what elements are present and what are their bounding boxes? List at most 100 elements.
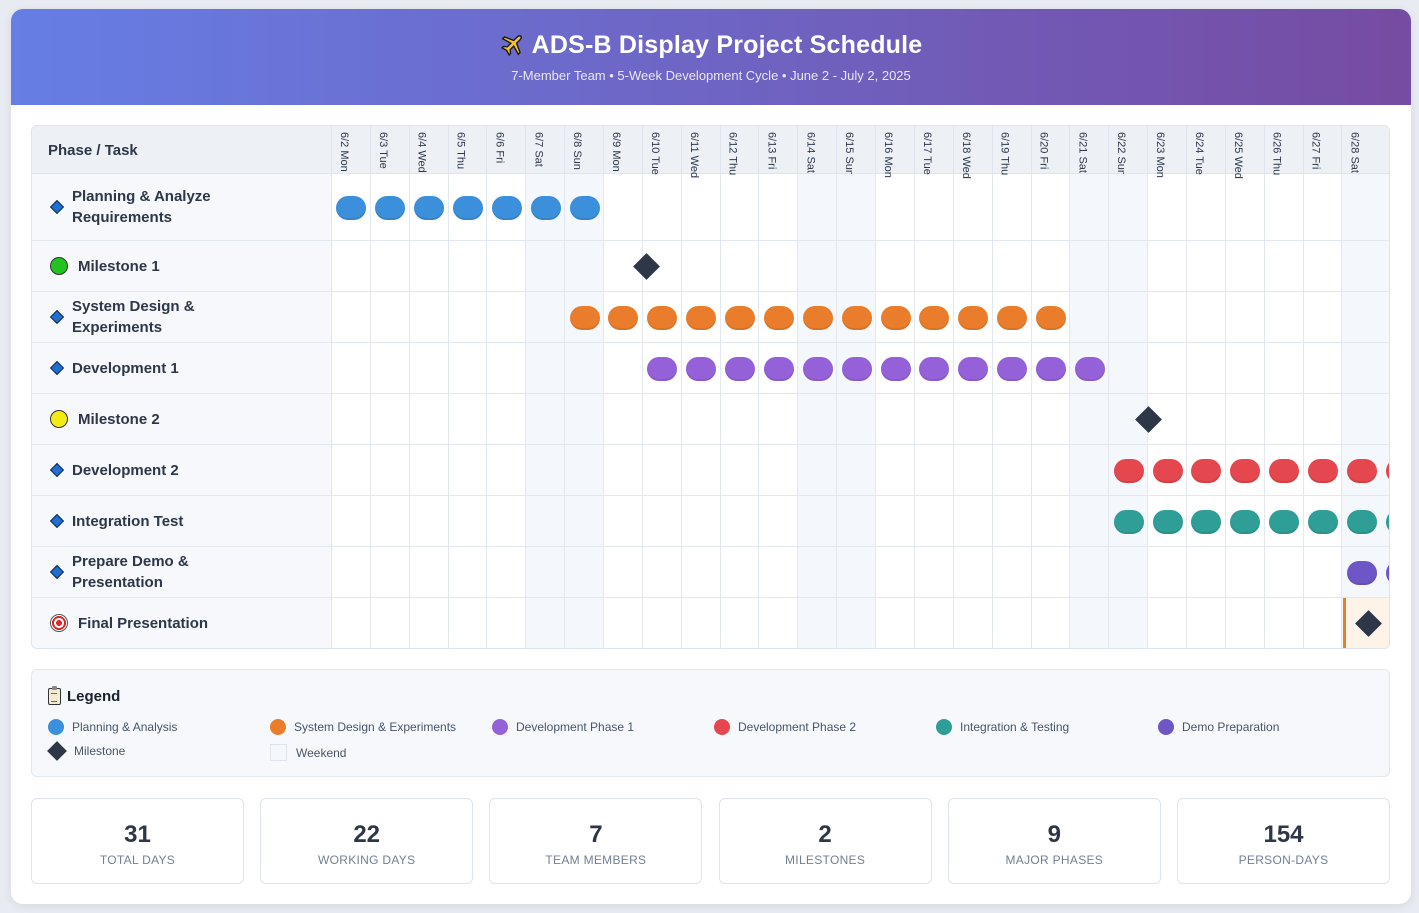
gantt-cell (837, 496, 877, 546)
gantt-cell (1304, 174, 1343, 240)
gantt-cell (1265, 241, 1304, 291)
gantt-row: Development 2 (32, 445, 1389, 496)
task-bar-segment[interactable] (686, 356, 717, 381)
gantt-cell (487, 445, 527, 495)
day-header-6-8: 6/8 Sun (565, 126, 605, 174)
page-title: ADS-B Display Project Schedule (11, 31, 1411, 60)
gantt-cell (1187, 394, 1226, 444)
task-bar-segment[interactable] (919, 356, 950, 381)
task-bar-segment[interactable] (336, 195, 367, 220)
gantt-cell (759, 174, 799, 240)
task-bar-segment[interactable] (1074, 356, 1105, 381)
task-bar-segment[interactable] (1307, 458, 1338, 483)
task-bar-segment[interactable] (686, 305, 717, 330)
task-bar-segment[interactable] (491, 195, 522, 220)
gantt-cell (487, 343, 527, 393)
day-header-6-23: 6/23 Mon (1148, 126, 1187, 178)
task-bar-segment[interactable] (1230, 509, 1261, 534)
task-bar-segment[interactable] (958, 356, 989, 381)
task-bar-segment[interactable] (763, 305, 794, 330)
day-header-label: 6/23 Mon (1154, 132, 1167, 178)
day-header-6-3: 6/3 Tue (371, 126, 410, 174)
task-bar-segment[interactable] (1385, 509, 1389, 534)
gantt-cell (1226, 496, 1265, 546)
gantt-cell (371, 343, 410, 393)
gantt-cell (682, 292, 721, 342)
task-bar-segment[interactable] (1307, 509, 1338, 534)
task-bar-segment[interactable] (919, 305, 950, 330)
gantt-cell (721, 394, 760, 444)
task-bar-segment[interactable] (1385, 560, 1389, 585)
clipboard-icon (48, 686, 61, 705)
task-bar-segment[interactable] (647, 356, 678, 381)
task-bar-segment[interactable] (1269, 509, 1300, 534)
gantt-cell (915, 496, 954, 546)
task-bar-segment[interactable] (880, 356, 911, 381)
gantt-cell (643, 394, 682, 444)
gantt-cell (371, 547, 410, 597)
task-bar-segment[interactable] (997, 305, 1028, 330)
task-bar-segment[interactable] (802, 356, 833, 381)
task-bar-segment[interactable] (1230, 458, 1261, 483)
legend-label: Milestone (74, 744, 126, 758)
yellow-circle-icon (50, 410, 68, 428)
gantt-cell (993, 174, 1032, 240)
task-bar-segment[interactable] (841, 356, 872, 381)
task-bar-segment[interactable] (530, 195, 561, 220)
task-bar-segment[interactable] (725, 356, 756, 381)
gantt-cell (1304, 241, 1343, 291)
task-bar-segment[interactable] (1113, 509, 1144, 534)
task-bar-segment[interactable] (453, 195, 484, 220)
task-bar-segment[interactable] (1191, 458, 1222, 483)
gantt-cell (604, 174, 643, 240)
task-bar-segment[interactable] (1385, 458, 1389, 483)
gantt-cell (1265, 292, 1304, 342)
gantt-cell (993, 241, 1032, 291)
task-bar-segment[interactable] (1152, 458, 1183, 483)
task-bar-segment[interactable] (841, 305, 872, 330)
task-bar-segment[interactable] (569, 305, 600, 330)
task-bar-segment[interactable] (1346, 509, 1377, 534)
gantt-cell (1070, 394, 1110, 444)
green-circle-icon (50, 257, 68, 275)
day-header-label: 6/17 Tue (920, 132, 933, 175)
gantt-cell (449, 343, 488, 393)
task-bar-segment[interactable] (1035, 305, 1066, 330)
task-bar-segment[interactable] (725, 305, 756, 330)
task-bar-segment[interactable] (1113, 458, 1144, 483)
gantt-cell (1148, 241, 1187, 291)
task-bar-segment[interactable] (763, 356, 794, 381)
gantt-cell (1109, 241, 1149, 291)
gantt-cell (1032, 394, 1071, 444)
gantt-cell (1187, 445, 1226, 495)
task-bar-segment[interactable] (880, 305, 911, 330)
gantt-cell (1304, 547, 1343, 597)
task-bar-segment[interactable] (647, 305, 678, 330)
legend-item: Planning & Analysis (48, 719, 177, 735)
task-bar-segment[interactable] (1269, 458, 1300, 483)
task-bar-segment[interactable] (375, 195, 406, 220)
task-bar-segment[interactable] (1035, 356, 1066, 381)
gantt-cell (1070, 292, 1110, 342)
task-bar-segment[interactable] (414, 195, 445, 220)
legend-item: System Design & Experiments (270, 719, 456, 735)
gantt-cell (993, 445, 1032, 495)
gantt-cell (1032, 292, 1071, 342)
task-bar-segment[interactable] (608, 305, 639, 330)
task-bar-segment[interactable] (1346, 458, 1377, 483)
task-bar-segment[interactable] (958, 305, 989, 330)
gantt-cell (1226, 343, 1265, 393)
gantt-cell (1070, 241, 1110, 291)
task-bar-segment[interactable] (569, 195, 600, 220)
gantt-cell (915, 343, 954, 393)
gantt-cell (1148, 394, 1187, 444)
task-bar-segment[interactable] (1152, 509, 1183, 534)
task-bar-segment[interactable] (802, 305, 833, 330)
task-bar-segment[interactable] (1346, 560, 1377, 585)
day-header-label: 6/25 Wed (1231, 132, 1244, 179)
task-bar-segment[interactable] (997, 356, 1028, 381)
task-bar-segment[interactable] (1191, 509, 1222, 534)
gantt-cell (1032, 445, 1071, 495)
gantt-cell (915, 547, 954, 597)
task-label: Milestone 2 (32, 394, 332, 444)
